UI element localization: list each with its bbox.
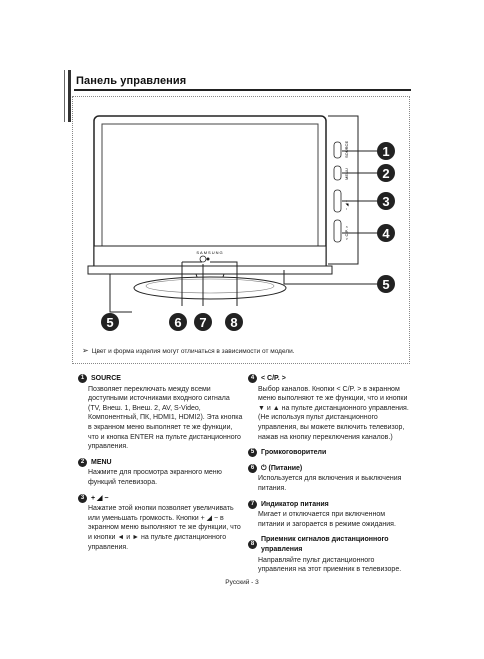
callout-6-text: 6 [174,315,181,330]
menu-button-fig [333,165,342,181]
callout-7-text: 7 [199,315,206,330]
channel-button-fig [333,219,342,243]
item-body: Направляйте пульт дистанционного управле… [258,556,402,574]
callout-7 [194,313,212,331]
item-title: MENU [91,458,112,466]
callout-4 [377,224,395,242]
item-body: Нажмите для просмотра экранного меню фун… [88,469,222,486]
item-body: Мигает и отключается при включенном пита… [258,511,396,528]
panel-label-volume: − ◢ + [344,199,349,210]
note-text: Цвет и форма изделия могут отличаться в … [91,348,295,355]
item-title: Приемник сигналов дистанционного управле… [261,536,389,553]
tv-front-panel-figure: SAMSUNG SOURCE MENU − ◢ + < C/P. > 1 2 3… [87,115,395,331]
callout-6 [169,313,187,331]
item-power-indicator: 7 Индикатор питания Мигает и отключается … [248,499,413,530]
tv-screen [101,123,319,247]
page-title: Панель управления [76,75,187,87]
callout-1-text: 1 [382,144,389,159]
source-button-fig [333,141,342,159]
callout-3-text: 3 [382,194,389,209]
item-volume: 3 + ◢ − Нажатие этой кнопки позволяет уве… [78,493,243,553]
power-indicator-figure [206,257,210,261]
callout-2-text: 2 [382,166,389,181]
callout-2 [377,164,395,182]
callout-5-left-text: 5 [106,315,113,330]
item-source: 1 SOURCE Позволяет переключать между всем… [78,374,243,452]
figure-frame [72,96,410,364]
callout-5-right-text: 5 [382,277,389,292]
item-number: 5 [248,448,257,458]
panel-label-source: SOURCE [344,141,349,158]
callout-4-text: 4 [382,226,390,241]
item-speakers: 5 Громкоговорители [248,448,413,458]
item-number: 8 [248,540,257,550]
volume-button-fig [333,189,342,213]
item-number: 3 [78,493,87,503]
item-body: Позволяет переключать между всеми доступ… [88,385,243,451]
descriptions-right-column: 4 < C/P. > Выбор каналов. Кнопки < C/P. >… [248,374,413,581]
item-title: SOURCE [91,375,121,382]
title-underline [74,89,411,91]
callout-8 [225,313,243,331]
item-title: Индикатор питания [261,500,329,508]
note-arrow-icon: ➢ [82,346,89,355]
stand-base [133,276,287,300]
power-button-figure [199,255,207,263]
item-number: 2 [78,458,87,468]
item-channel: 4 < C/P. > Выбор каналов. Кнопки < C/P. >… [248,374,413,442]
item-title: + ◢ − [91,494,109,502]
speaker-bar [87,265,333,275]
side-panel [328,115,359,265]
item-number: 1 [78,374,87,384]
callout-3 [377,192,395,210]
panel-label-menu: MENU [344,168,349,180]
item-title: Громкоговорители [261,449,327,457]
item-remote-sensor: 8 Приемник сигналов дистанционного управл… [248,535,413,574]
item-number: 6 [248,464,257,474]
item-number: 4 [248,374,257,384]
callout-5-right [377,275,395,293]
page-footer: Русский - 3 [225,579,259,586]
callout-8-text: 8 [230,315,237,330]
item-title: < C/P. > [261,375,286,382]
brand-logo: SAMSUNG [196,250,223,255]
figure-note: ➢Цвет и форма изделия могут отличаться в… [82,346,295,355]
item-body: Нажатие этой кнопки позволяет увеличиват… [88,505,241,551]
item-number: 7 [248,499,257,509]
callout-1 [377,142,395,160]
item-body: Используется для включения и выключения … [258,475,402,492]
item-title: ⏻ (Питание) [261,464,303,472]
item-body: Выбор каналов. Кнопки < C/P. > в экранно… [258,385,409,441]
margin-rule-thick [68,70,71,122]
margin-rule-thin [64,70,65,122]
item-power: 6 ⏻ (Питание) Используется для включения … [248,464,413,494]
descriptions-left-column: 1 SOURCE Позволяет переключать между всем… [78,374,243,558]
item-menu: 2 MENU Нажмите для просмотра экранного ме… [78,458,243,488]
callout-5-left [101,313,119,331]
